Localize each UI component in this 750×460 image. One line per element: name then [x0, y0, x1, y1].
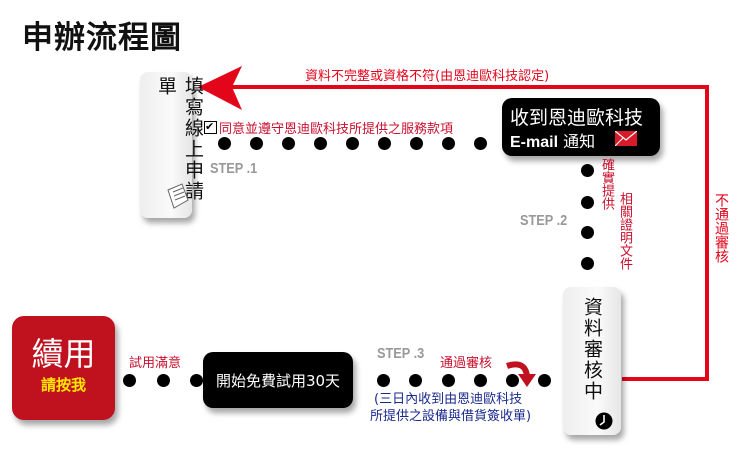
apply-online-button[interactable]: 填寫線上申請單 [140, 72, 204, 218]
free-trial-box: 開始免費試用30天 [203, 352, 353, 408]
pass-review-label: 通過審核 [440, 356, 493, 371]
document-icon [167, 183, 189, 209]
step3-note-line1: (三日內收到由恩迪歐科技 [374, 392, 523, 407]
page-title: 申辦流程圖 [22, 20, 182, 56]
email-notice-line2: 通知 [563, 132, 596, 151]
step1-label: STEP .1 [210, 160, 258, 177]
reject-line-bottom [622, 377, 709, 381]
email-notice-line1: 收到恩迪歐科技 [510, 107, 644, 129]
satisfied-label: 試用滿意 [129, 356, 182, 371]
renew-label: 續用 [31, 335, 96, 373]
step2-text2: 相關證明文件 [617, 192, 632, 270]
clock-icon [595, 412, 613, 430]
free-trial-label: 開始免費試用30天 [215, 371, 341, 390]
email-notice-box: 收到恩迪歐科技 E-mail 通知 [502, 98, 660, 156]
email-label: E-mail [510, 134, 559, 151]
curved-arrow-icon [506, 361, 536, 387]
reject-line-top [230, 85, 709, 89]
envelope-icon [615, 131, 637, 146]
step3-note-line2: 所提供之設備與借貨簽收單) [370, 409, 532, 424]
step2-text1: 確實提供 [599, 158, 614, 210]
reject-side-label: 不通過審核 [713, 193, 729, 263]
step3-label: STEP .3 [377, 345, 425, 362]
review-label: 資料審核中 [581, 297, 603, 402]
reject-label: 資料不完整或資格不符(由恩迪歐科技認定) [305, 69, 550, 84]
step3-note: (三日內收到由恩迪歐科技 所提供之設備與借貨簽收單) [370, 391, 531, 425]
renew-button[interactable]: 續用 請按我 [12, 316, 115, 420]
agree-terms-checkbox[interactable]: ✔ 同意並遵守恩迪歐科技所提供之服務款項 [204, 118, 453, 137]
reject-line-right [705, 85, 709, 381]
checkbox-checked-icon: ✔ [204, 121, 217, 134]
review-box: 資料審核中 [563, 287, 621, 435]
agree-terms-label: 同意並遵守恩迪歐科技所提供之服務款項 [219, 122, 454, 137]
arrow-left-icon [198, 66, 242, 110]
press-me-label: 請按我 [40, 376, 86, 394]
apply-online-label: 填寫線上申請單 [155, 76, 204, 202]
step2-label: STEP .2 [520, 212, 568, 229]
